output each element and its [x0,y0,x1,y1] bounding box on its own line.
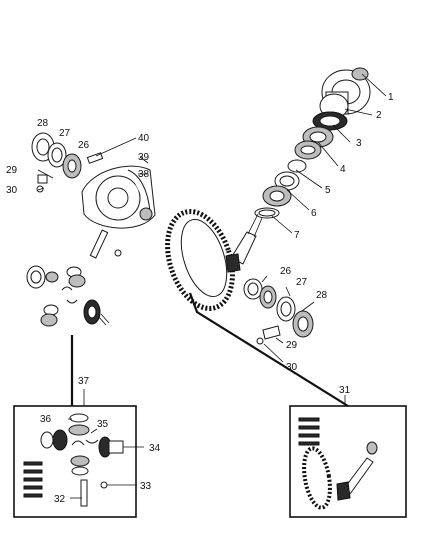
pinion-seal [312,111,348,131]
callout-26-right: 26 [280,266,292,277]
pinion-bearing-inner [262,185,292,207]
kit-37-box [13,389,144,518]
pinion-shaft-pin [89,229,122,259]
callout-33: 33 [140,481,152,492]
callout-2: 2 [376,110,382,121]
callout-32: 32 [54,494,66,505]
drive-pinion [225,213,263,273]
callout-28-left: 28 [37,118,49,129]
kit-31-box [289,395,407,518]
callout-34: 34 [149,443,161,454]
pinion-flange [319,67,371,119]
callout-28-right: 28 [316,290,328,301]
callout-labels: 1 2 3 4 5 6 7 28 27 26 40 39 38 29 30 26… [6,92,394,505]
callout-38: 38 [138,169,150,180]
diff-bearing-left [31,132,82,193]
callout-29-left: 29 [6,165,18,176]
leader-lines [37,73,387,363]
callout-30-left: 30 [6,185,18,196]
callout-31: 31 [339,385,351,396]
spring-clips-31 [298,417,320,446]
callout-36: 36 [40,414,52,425]
callout-27-right: 27 [296,277,308,288]
callout-37: 37 [78,376,90,387]
callout-29-right: 29 [286,340,298,351]
spring-clips-37 [23,461,43,498]
callout-35: 35 [97,419,109,430]
pinion-bearing-outer [294,126,334,160]
callout-1: 1 [388,92,394,103]
callout-6: 6 [311,208,317,219]
collapsible-spacer [287,159,307,173]
callout-30-right: 30 [286,362,298,373]
pinion-shim [254,207,280,219]
callout-7: 7 [294,230,300,241]
callout-3: 3 [356,138,362,149]
callout-4: 4 [340,164,346,175]
kit-connectors [70,292,349,407]
bearing-cup [274,171,300,191]
diff-gears-set [26,265,110,327]
ring-gear [165,209,235,311]
diff-bearing-right [243,278,314,345]
callout-27-left: 27 [59,128,71,139]
callout-39: 39 [138,152,150,163]
callout-40: 40 [138,133,150,144]
callout-5: 5 [325,185,331,196]
callout-26-left: 26 [78,140,90,151]
differential-case [81,152,156,229]
